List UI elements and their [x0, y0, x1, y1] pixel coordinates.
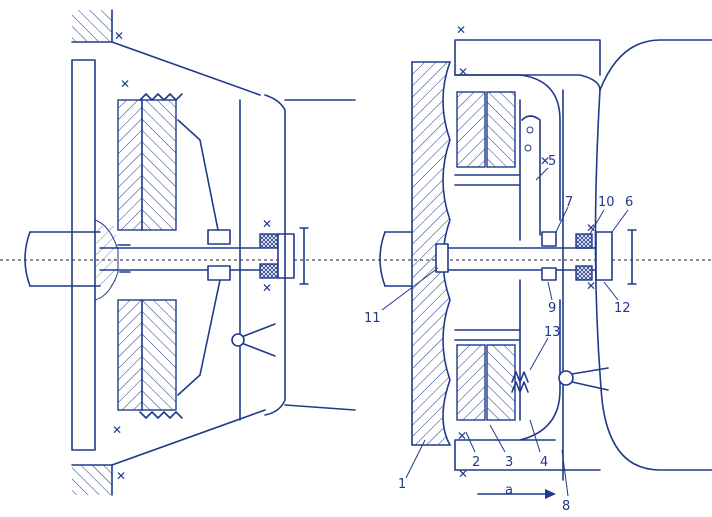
- svg-text:✕: ✕: [114, 29, 124, 43]
- svg-text:✕: ✕: [456, 23, 466, 37]
- svg-text:✕: ✕: [262, 281, 272, 295]
- label-6: 6: [625, 195, 633, 210]
- label-13: 13: [544, 325, 561, 340]
- svg-text:✕: ✕: [262, 217, 272, 231]
- friction-disc-bot-a: [456, 344, 486, 421]
- label-3: 3: [505, 455, 513, 470]
- label-1: 1: [398, 477, 406, 492]
- svg-text:✕: ✕: [112, 423, 122, 437]
- label-10: 10: [598, 195, 615, 210]
- label-11: 11: [364, 311, 381, 326]
- friction-disc-top-b: [486, 91, 516, 168]
- label-a: a: [505, 483, 513, 498]
- label-4: 4: [540, 455, 548, 470]
- label-8: 8: [562, 499, 570, 514]
- svg-text:✕: ✕: [586, 221, 596, 235]
- svg-text:✕: ✕: [586, 279, 596, 293]
- left-view: ✕ ✕ ✕ ✕ ✕ ✕: [24, 9, 356, 496]
- svg-text:✕: ✕: [120, 77, 130, 91]
- svg-text:✕: ✕: [540, 154, 550, 168]
- label-2: 2: [472, 455, 480, 470]
- right-view: ✕ ✕ ✕ ✕ ✕ ✕ ✕: [379, 23, 712, 499]
- bottom-housing-left: [72, 465, 112, 495]
- svg-text:✕: ✕: [457, 429, 467, 443]
- friction-disc-bot-b: [486, 344, 516, 421]
- svg-text:✕: ✕: [116, 469, 126, 483]
- svg-text:✕: ✕: [458, 467, 468, 481]
- top-housing-left: [72, 10, 112, 42]
- friction-disc-top-a: [456, 91, 486, 168]
- label-5: 5: [548, 154, 556, 169]
- svg-text:✕: ✕: [458, 65, 468, 79]
- label-7: 7: [565, 195, 573, 210]
- label-9: 9: [548, 301, 556, 316]
- label-12: 12: [614, 301, 631, 316]
